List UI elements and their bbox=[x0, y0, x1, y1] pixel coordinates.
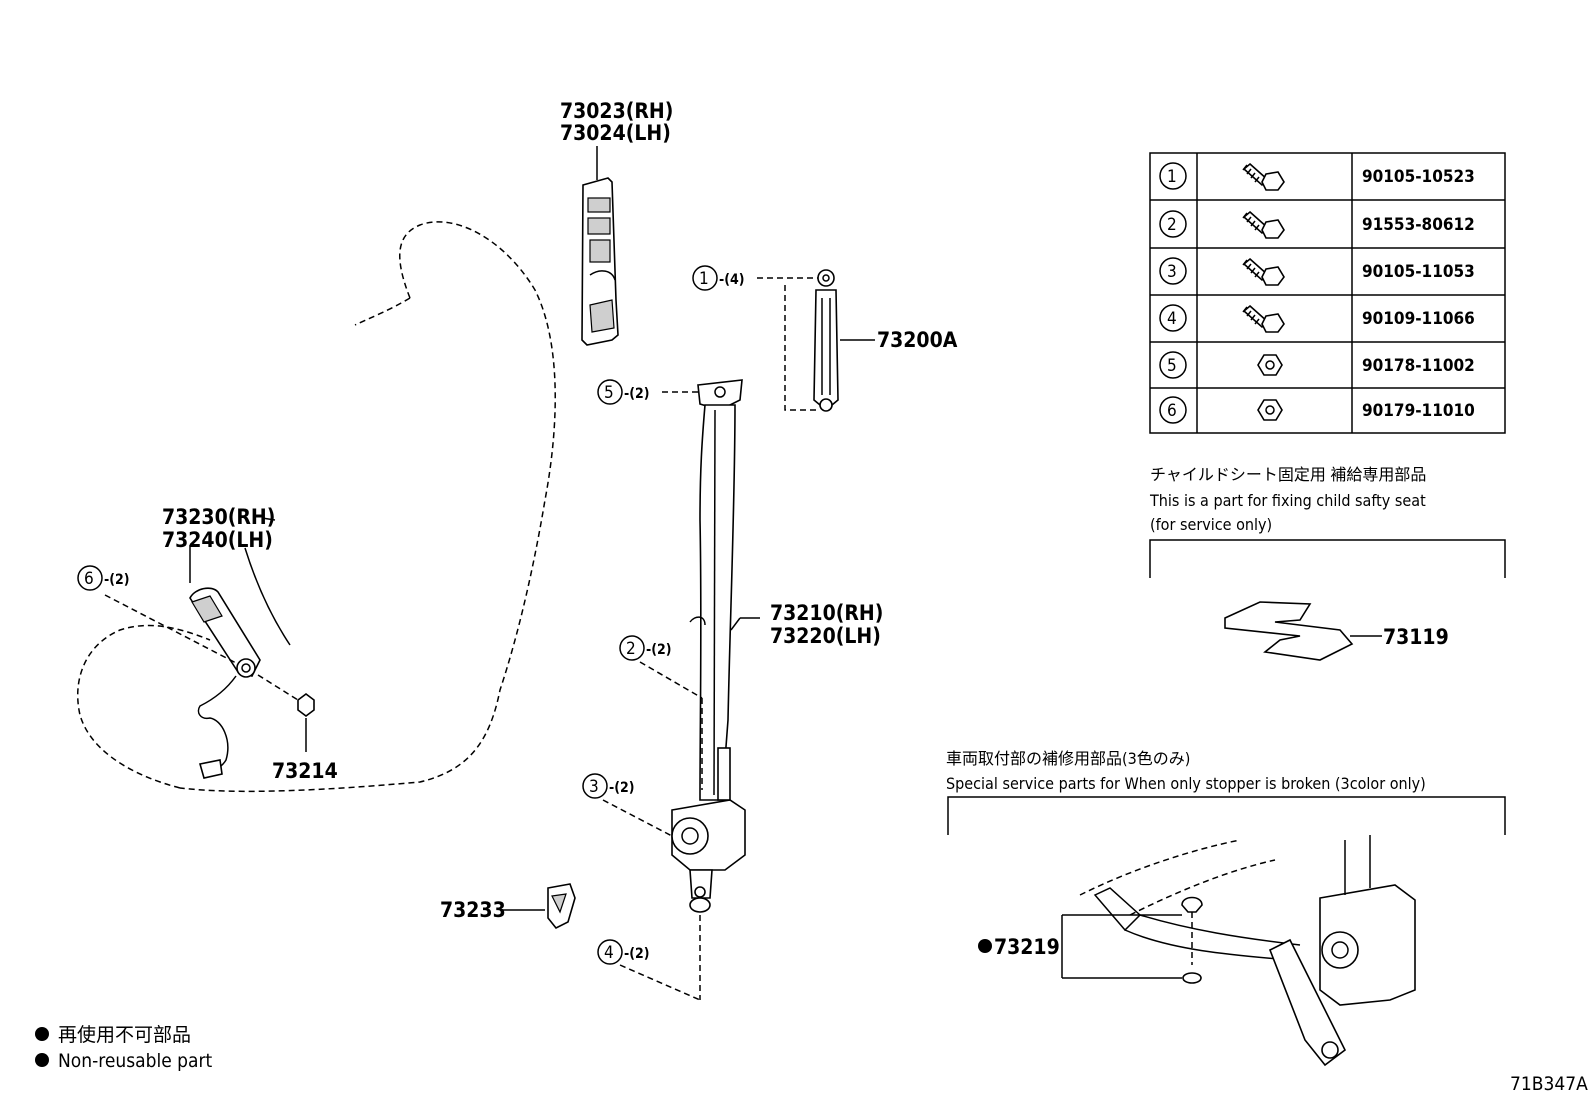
label-73230: 73230(RH) bbox=[162, 505, 275, 529]
label-73200a: 73200A bbox=[877, 328, 958, 352]
part-number: 91553-80612 bbox=[1362, 215, 1475, 235]
table-row: 1 90105-10523 bbox=[1159, 162, 1475, 191]
label-73240: 73240(LH) bbox=[162, 528, 273, 552]
callout-4: 4 -(2) bbox=[597, 915, 701, 1001]
part-number: 90105-10523 bbox=[1362, 167, 1475, 187]
callout-6: 6 -(2) bbox=[77, 565, 239, 665]
nut-73214-part bbox=[257, 674, 315, 752]
svg-text:6: 6 bbox=[84, 569, 94, 589]
callout-number: 2 bbox=[1167, 215, 1177, 235]
bolt-icon bbox=[1242, 162, 1285, 191]
table-row: 3 90105-11053 bbox=[1159, 257, 1475, 286]
callout-number: 3 bbox=[1167, 262, 1177, 282]
svg-text:-(4): -(4) bbox=[719, 272, 745, 288]
callout-number: 1 bbox=[1167, 167, 1177, 187]
nut-icon bbox=[1257, 354, 1283, 376]
legend-dot-jp bbox=[35, 1027, 49, 1041]
seat-belt-assembly-part bbox=[671, 379, 760, 913]
bolt-icon bbox=[1242, 257, 1285, 286]
seat-outline bbox=[76, 221, 556, 793]
label-73119: 73119 bbox=[1383, 625, 1449, 649]
part-number: 90179-11010 bbox=[1362, 401, 1475, 421]
svg-text:-(2): -(2) bbox=[624, 386, 650, 402]
svg-text:5: 5 bbox=[604, 383, 614, 403]
table-row: 5 90178-11002 bbox=[1159, 351, 1475, 379]
label-73210: 73210(RH) bbox=[770, 601, 883, 625]
svg-text:-(2): -(2) bbox=[104, 572, 130, 588]
table-row: 6 90179-11010 bbox=[1159, 396, 1475, 424]
label-73220: 73220(LH) bbox=[770, 624, 881, 648]
callout-2: 2 -(2) bbox=[619, 635, 703, 790]
child-seat-note-en-1: This is a part for fixing child safty se… bbox=[1149, 491, 1426, 510]
callout-number-circle bbox=[1159, 257, 1187, 285]
label-73024: 73024(LH) bbox=[560, 121, 671, 145]
pillar-garnish-part bbox=[581, 146, 619, 346]
label-73023: 73023(RH) bbox=[560, 99, 673, 123]
label-73214: 73214 bbox=[272, 759, 338, 783]
bolt-icon bbox=[1242, 210, 1285, 239]
stopper-detail-illustration bbox=[1061, 835, 1416, 1067]
callout-number-circle bbox=[1159, 210, 1187, 238]
callout-1: 1 -(4) bbox=[692, 265, 745, 291]
svg-text:-(2): -(2) bbox=[646, 642, 672, 658]
nut-icon bbox=[1257, 399, 1283, 421]
diagram-id: 71B347A bbox=[1510, 1073, 1588, 1095]
part-number: 90109-11066 bbox=[1362, 309, 1475, 329]
stopper-bracket bbox=[947, 796, 1506, 835]
svg-text:2: 2 bbox=[626, 639, 636, 659]
svg-text:1: 1 bbox=[699, 269, 709, 289]
table-row: 4 90109-11066 bbox=[1159, 304, 1475, 333]
legend-en: Non-reusable part bbox=[58, 1050, 212, 1072]
non-reusable-dot bbox=[978, 939, 992, 953]
fastener-table: 1 90105-10523 2 91553-80612 3 90105-11053 4 901… bbox=[1149, 152, 1506, 434]
callout-number: 4 bbox=[1167, 309, 1177, 329]
callout-number-circle bbox=[1159, 351, 1187, 379]
callout-number-circle bbox=[1159, 396, 1187, 424]
svg-text:-(2): -(2) bbox=[624, 946, 650, 962]
legend-jp: 再使用不可部品 bbox=[58, 1024, 191, 1046]
legend-dot-en bbox=[35, 1053, 49, 1067]
label-73233: 73233 bbox=[440, 898, 506, 922]
stopper-note-jp: 車両取付部の補修用部品(3色のみ) bbox=[946, 749, 1190, 768]
callout-number: 5 bbox=[1167, 356, 1177, 376]
callout-3: 3 -(2) bbox=[582, 773, 673, 837]
child-seat-bracket bbox=[1149, 539, 1506, 578]
callout-number-circle bbox=[1159, 304, 1187, 332]
seat-belt-buckle-part bbox=[189, 517, 276, 779]
anchor-plate-73119-part bbox=[1224, 601, 1382, 661]
table-row: 2 91553-80612 bbox=[1159, 210, 1475, 239]
cover-73233-part bbox=[500, 883, 576, 930]
callout-number-circle bbox=[1159, 162, 1187, 190]
svg-text:-(2): -(2) bbox=[609, 780, 635, 796]
part-number: 90178-11002 bbox=[1362, 356, 1475, 376]
height-adjuster-part bbox=[757, 269, 875, 412]
child-seat-note-jp: チャイルドシート固定用 補給専用部品 bbox=[1150, 465, 1426, 484]
svg-text:3: 3 bbox=[589, 777, 599, 797]
stopper-note-en: Special service parts for When only stop… bbox=[946, 774, 1426, 793]
bolt-icon bbox=[1242, 304, 1285, 333]
label-73219: 73219 bbox=[994, 935, 1060, 959]
child-seat-note-en-2: (for service only) bbox=[1150, 515, 1272, 534]
svg-text:4: 4 bbox=[604, 943, 614, 963]
part-number: 90105-11053 bbox=[1362, 262, 1475, 282]
callout-number: 6 bbox=[1167, 401, 1177, 421]
callout-5: 5 -(2) bbox=[597, 379, 700, 405]
